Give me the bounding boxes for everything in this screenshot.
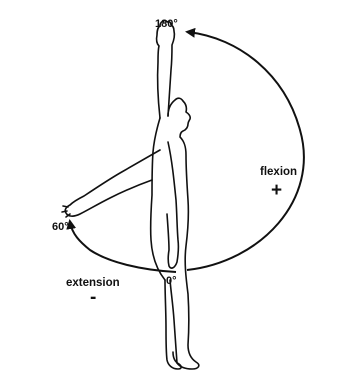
flexion-plus-sign: + xyxy=(271,181,282,200)
flexion-arrow-icon xyxy=(187,32,304,270)
angle-label-60: 60° xyxy=(52,222,69,233)
extension-arrow-icon xyxy=(70,222,176,272)
extension-minus-sign: - xyxy=(90,288,96,307)
angle-label-0: 0° xyxy=(166,276,177,287)
human-figure-icon xyxy=(62,21,199,370)
flexion-label: flexion xyxy=(260,167,297,179)
angle-label-180: 180° xyxy=(155,19,178,30)
